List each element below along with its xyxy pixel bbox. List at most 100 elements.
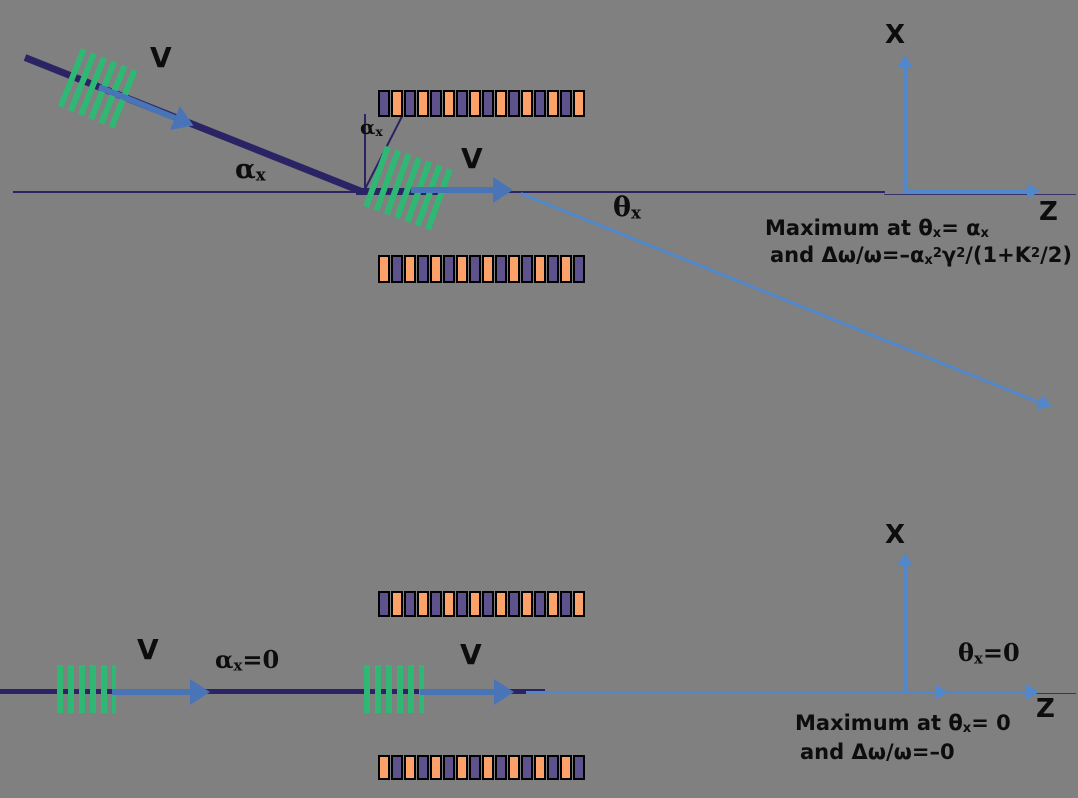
undulator-magnet-cell: [573, 90, 585, 117]
vertical-reference-line: [364, 114, 366, 192]
undulator-magnet-cell: [534, 255, 546, 283]
undulator-row-bottom-lower: [378, 755, 585, 780]
undulator-magnet-cell: [547, 255, 559, 283]
undulator-magnet-cell: [456, 591, 468, 617]
x-axis-label-bottom: X: [885, 520, 906, 550]
arrow-shaft: [903, 68, 907, 192]
arrow-head-icon: [1027, 183, 1040, 199]
undulator-magnet-cell: [508, 591, 520, 617]
undulator-magnet-cell: [417, 255, 429, 283]
undulator-magnet-cell: [521, 90, 533, 117]
incidence-angle-label: αx: [235, 154, 266, 185]
x-axis-label-top: X: [885, 20, 906, 50]
arrow-head-icon: [190, 679, 210, 705]
undulator-magnet-cell: [508, 755, 520, 780]
velocity-label-left-bottom: V: [137, 633, 159, 666]
undulator-magnet-cell: [508, 255, 520, 283]
undulator-magnet-cell: [430, 255, 442, 283]
arrow-shaft: [112, 689, 190, 695]
bottom-beam-line-thick: [0, 689, 545, 694]
z-axis-label-top: Z: [1039, 197, 1058, 227]
arrow-shaft: [526, 690, 1026, 694]
undulator-magnet-cell: [547, 755, 559, 780]
undulator-magnet-cell: [469, 255, 481, 283]
undulator-magnet-cell: [495, 90, 507, 117]
undulator-magnet-cell: [573, 255, 585, 283]
top-caption-line2: and Δω/ω=–αx2γ2/(1+K2/2): [770, 243, 1072, 269]
bottom-caption-line1: Maximum at θx= 0: [795, 711, 1011, 737]
undulator-magnet-cell: [521, 255, 533, 283]
arrow-shaft: [903, 566, 907, 692]
arrow-head-icon: [935, 684, 948, 700]
z-axis-label-bottom: Z: [1036, 694, 1055, 724]
arrow-head-icon: [493, 177, 513, 203]
undulator-magnet-cell: [443, 755, 455, 780]
undulator-magnet-cell: [469, 90, 481, 117]
undulator-magnet-cell: [573, 755, 585, 780]
observation-angle-zero-label: θx=0: [958, 638, 1020, 668]
z-axis-arrow-bottom: [526, 684, 1039, 700]
undulator-magnet-cell: [560, 591, 572, 617]
undulator-magnet-cell: [417, 755, 429, 780]
undulator-magnet-cell: [534, 90, 546, 117]
undulator-magnet-cell: [391, 591, 403, 617]
undulator-magnet-cell: [573, 591, 585, 617]
undulator-magnet-cell: [495, 591, 507, 617]
undulator-row-top-lower: [378, 255, 585, 283]
arrow-shaft: [912, 690, 935, 694]
undulator-magnet-cell: [430, 90, 442, 117]
arrow-head-icon: [1026, 684, 1039, 700]
arrow-head-icon: [897, 55, 913, 68]
arrow-shaft: [420, 689, 494, 695]
undulator-magnet-cell: [404, 755, 416, 780]
incidence-angle-zero-label: αx=0: [215, 645, 280, 675]
undulator-magnet-cell: [456, 755, 468, 780]
undulator-magnet-cell: [521, 755, 533, 780]
undulator-magnet-cell: [482, 90, 494, 117]
velocity-label-undulator-top: V: [461, 142, 483, 175]
undulator-magnet-cell: [391, 90, 403, 117]
arrow-shaft: [411, 187, 493, 193]
undulator-magnet-cell: [391, 755, 403, 780]
undulator-tilt-angle-label: αx: [360, 115, 383, 139]
undulator-magnet-cell: [482, 755, 494, 780]
undulator-magnet-cell: [404, 90, 416, 117]
velocity-arrow-in-undulator-top: [411, 177, 513, 203]
undulator-magnet-cell: [560, 90, 572, 117]
velocity-label-undulator-bottom: V: [460, 638, 482, 671]
undulator-magnet-cell: [469, 755, 481, 780]
x-axis-arrow-top: [897, 55, 913, 192]
undulator-magnet-cell: [534, 755, 546, 780]
undulator-magnet-cell: [404, 591, 416, 617]
undulator-magnet-cell: [495, 755, 507, 780]
undulator-magnet-cell: [404, 255, 416, 283]
electron-bunch-left-bottom: [57, 665, 116, 713]
undulator-magnet-cell: [482, 591, 494, 617]
z-axis-mid-arrowhead: [912, 684, 948, 700]
undulator-row-bottom-upper: [378, 591, 585, 617]
arrow-shaft: [903, 189, 1027, 193]
undulator-magnet-cell: [560, 755, 572, 780]
undulator-magnet-cell: [521, 591, 533, 617]
arrow-head-icon: [1036, 394, 1055, 415]
arrow-head-icon: [170, 105, 199, 138]
arrow-head-icon: [494, 679, 514, 705]
velocity-arrow-in-undulator-bottom: [420, 679, 514, 705]
undulator-magnet-cell: [430, 755, 442, 780]
undulator-magnet-cell: [547, 90, 559, 117]
undulator-magnet-cell: [456, 255, 468, 283]
undulator-magnet-cell: [417, 90, 429, 117]
velocity-arrow-left-bottom: [112, 679, 210, 705]
undulator-magnet-cell: [378, 755, 390, 780]
undulator-magnet-cell: [417, 591, 429, 617]
electron-bunch-in-undulator-bottom: [364, 665, 424, 713]
x-axis-arrow-bottom: [897, 553, 913, 692]
undulator-magnet-cell: [391, 255, 403, 283]
velocity-label-incoming: V: [150, 41, 172, 74]
observation-angle-label: θx: [613, 192, 641, 223]
undulator-magnet-cell: [495, 255, 507, 283]
undulator-magnet-cell: [534, 591, 546, 617]
undulator-magnet-cell: [443, 255, 455, 283]
undulator-magnet-cell: [560, 255, 572, 283]
undulator-magnet-cell: [378, 255, 390, 283]
